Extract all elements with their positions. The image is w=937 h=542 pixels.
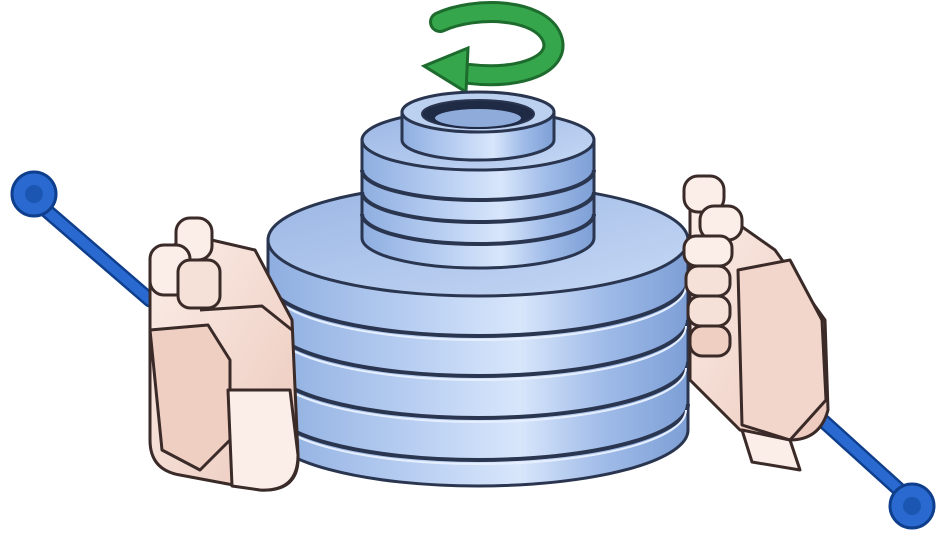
right-hand-icon — [684, 176, 828, 470]
left-pull-arrow-icon — [12, 172, 150, 300]
rotation-arrow-icon — [424, 12, 553, 92]
stepped-pulley-icon — [268, 92, 688, 486]
